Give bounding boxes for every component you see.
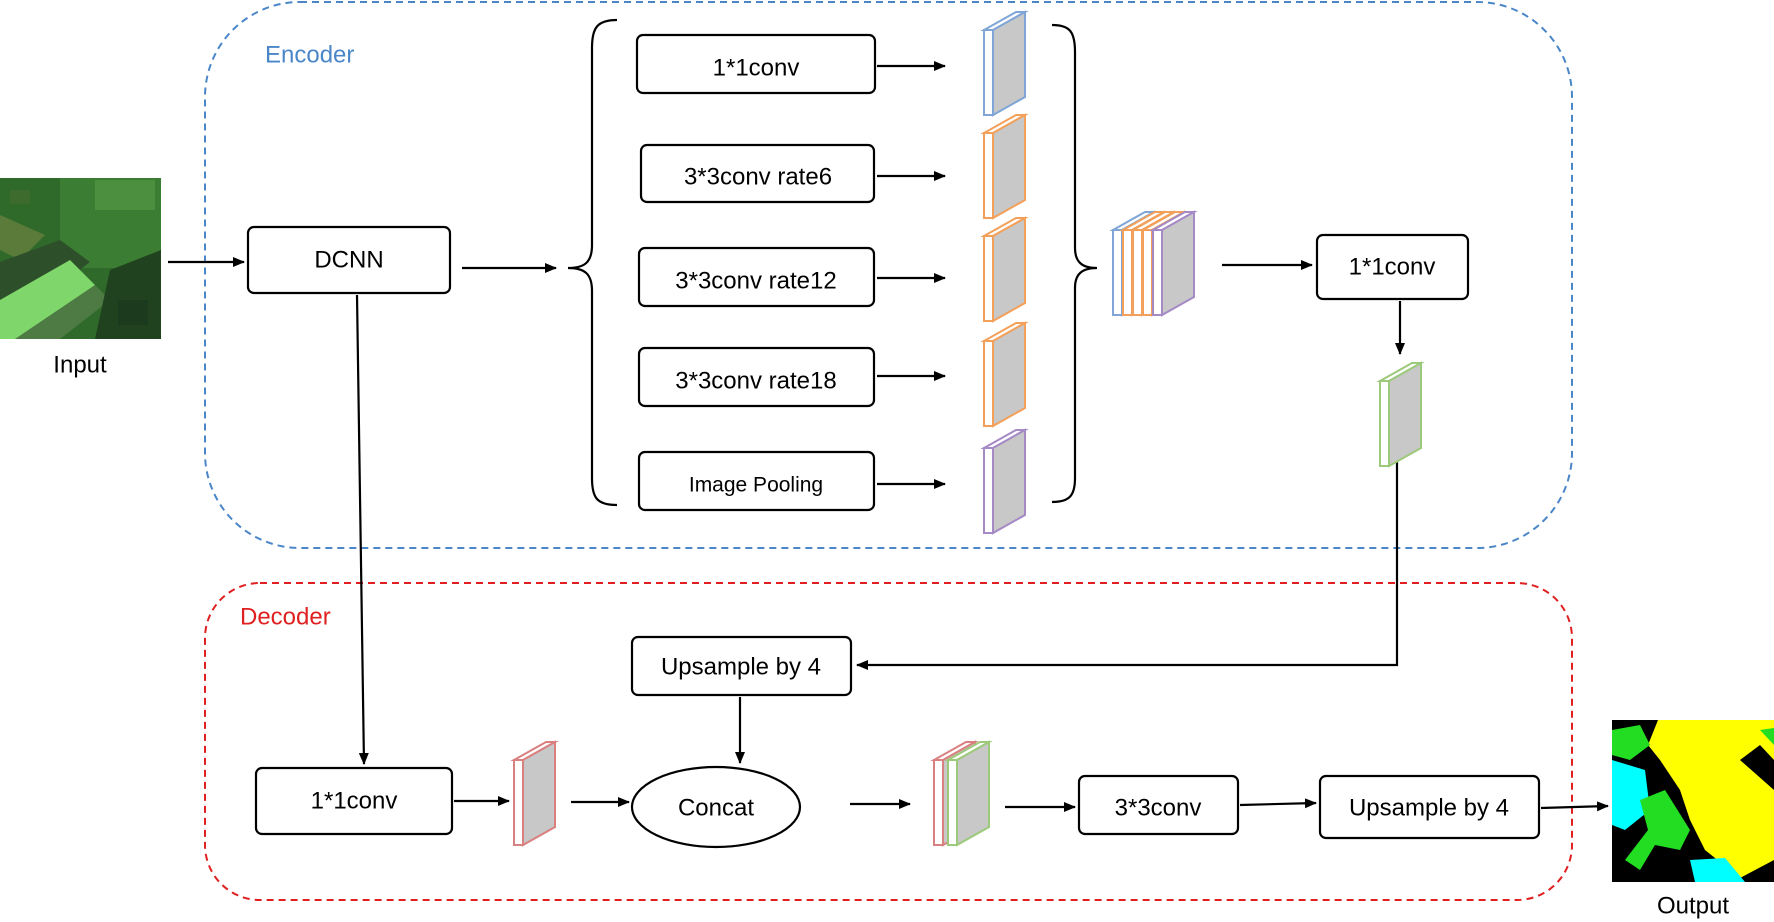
encoder-1x1-label: 1*1conv: [1349, 254, 1436, 281]
feature-maps: [510, 10, 1425, 847]
upsample-1-box: [630, 635, 853, 697]
right-brace: [1051, 23, 1098, 504]
branch-1x1-label: 1*1conv: [713, 55, 800, 82]
branch-rate6-box: [639, 143, 876, 204]
edge-dcnn-to-decoder-1x1: [355, 294, 369, 765]
encoder-region: [204, 1, 1573, 549]
edge-encoder-feature-to-upsample-1: [856, 459, 1399, 670]
feature-map-rate18: [980, 321, 1029, 428]
conv3x3-label: 3*3conv: [1115, 795, 1202, 822]
conv3x3-box: [1077, 774, 1240, 836]
encoder-1x1-box: [1315, 233, 1470, 301]
feature-map-low-level: [510, 740, 559, 847]
branch-pooling-label: Image Pooling: [689, 474, 823, 497]
left-brace: [567, 18, 618, 507]
edge-upsample-2-to-output: [1540, 801, 1609, 812]
concat-label: Concat: [678, 795, 754, 822]
output-caption: Output: [1657, 893, 1729, 920]
upsample-2-label: Upsample by 4: [1349, 795, 1509, 822]
branch-rate6-label: 3*3conv rate6: [684, 164, 832, 191]
decoder-1x1-box: [254, 766, 454, 836]
dcnn-label: DCNN: [314, 247, 383, 274]
branch-rate12-box: [637, 246, 876, 308]
input-caption: Input: [53, 352, 107, 379]
input-image: [0, 178, 161, 339]
decoder-region: [204, 582, 1573, 901]
feature-map-pooling: [980, 428, 1029, 535]
decoder-1x1-label: 1*1conv: [311, 788, 398, 815]
feature-map-rate6: [980, 113, 1029, 220]
output-segmentation-map: [1612, 720, 1774, 882]
stack-layer-green: [944, 740, 993, 847]
dcnn-box: [246, 225, 452, 295]
branch-1x1-box: [635, 33, 877, 95]
edge-conv3x3-to-upsample-2: [1239, 798, 1317, 809]
stack-layer-purple: [1149, 210, 1198, 317]
upsample-1-label: Upsample by 4: [661, 654, 821, 681]
branch-pooling-box: [637, 450, 876, 512]
branch-rate18-label: 3*3conv rate18: [675, 368, 836, 395]
decoder-label: Decoder: [240, 604, 331, 631]
feature-map-encoder-output: [1376, 361, 1425, 468]
encoder-label: Encoder: [265, 42, 354, 69]
upsample-2-box: [1318, 774, 1541, 840]
concat-ellipse: [630, 765, 802, 849]
branch-rate18-box: [637, 346, 876, 408]
branch-rate12-label: 3*3conv rate12: [675, 268, 836, 295]
feature-map-1x1: [980, 10, 1029, 117]
feature-map-rate12: [980, 216, 1029, 323]
